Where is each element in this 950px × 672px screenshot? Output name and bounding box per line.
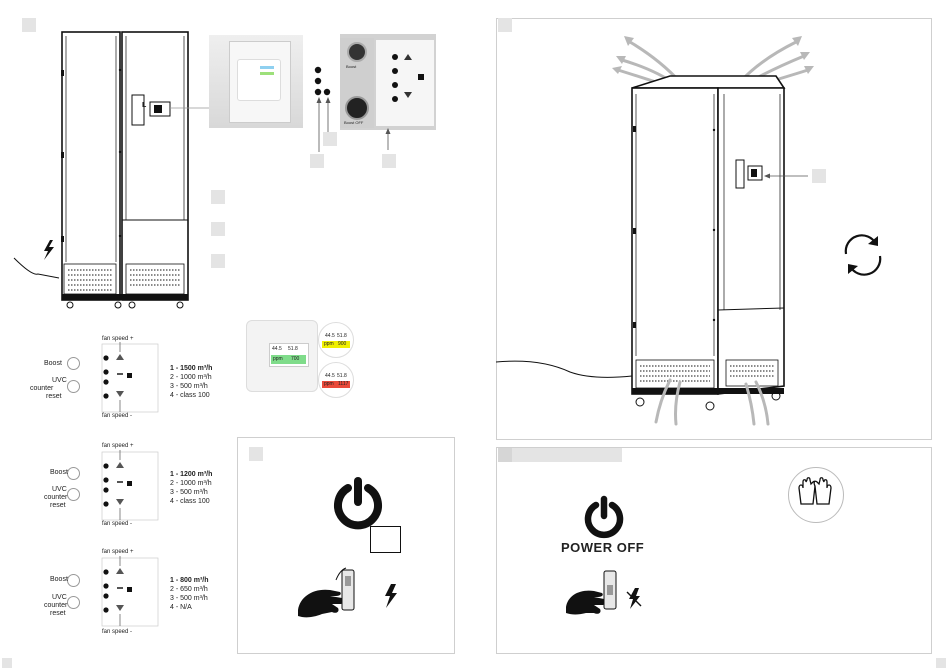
device-photo — [209, 35, 303, 128]
speed-1: 1 - 800 m³/h — [170, 577, 209, 584]
step-marker — [211, 254, 225, 268]
fan-speed-minus-label: fan speed - — [102, 521, 133, 527]
boost-photo-label: Boost — [346, 64, 357, 69]
power-off-label: POWER OFF — [561, 540, 645, 555]
uvc-reset-label-2: counter — [44, 494, 68, 501]
display-temp: 44.5 — [325, 333, 335, 339]
empty-checkbox — [370, 526, 401, 553]
uvc-reset-label-3: reset — [46, 393, 62, 400]
step-marker — [211, 222, 225, 236]
step-marker — [249, 447, 263, 461]
speed-3: 3 - 500 m³/h — [170, 595, 208, 602]
boost-off-photo-label: Boost OFF — [344, 120, 364, 125]
fan-speed-minus-label: fan speed - — [102, 413, 133, 419]
power-off-panel — [496, 447, 932, 654]
buttons-diagram — [314, 66, 331, 152]
uvc-reset-label-1: UVC — [52, 594, 67, 601]
boost-label: Boost — [44, 360, 62, 367]
speed-1: 1 - 1500 m³/h — [170, 365, 213, 372]
step-marker — [382, 154, 396, 168]
step-marker — [310, 154, 324, 168]
uvc-reset-indicator — [67, 380, 80, 393]
uvc-reset-label-2: counter — [44, 602, 68, 609]
step-marker — [498, 448, 512, 462]
uvc-reset-indicator — [67, 596, 80, 609]
speed-4: 4 - class 100 — [170, 498, 210, 505]
speed-4: 4 - N/A — [170, 604, 192, 611]
step-marker — [22, 18, 36, 32]
display-humidity: 51.8 — [337, 333, 347, 339]
fan-speed-plus-label: fan speed + — [102, 336, 134, 342]
display-device: 44.5 51.8 ppm 700 — [246, 320, 318, 392]
fan-speed-minus-label: fan speed - — [102, 629, 133, 635]
step-marker — [323, 132, 337, 146]
speed-2: 2 - 1000 m³/h — [170, 374, 212, 381]
display-ppm-value: 1117 — [338, 381, 349, 387]
boost-indicator — [67, 467, 80, 480]
speed-4: 4 - class 100 — [170, 392, 210, 399]
display-ppm-label: ppm — [324, 381, 334, 387]
uvc-reset-indicator — [67, 488, 80, 501]
uvc-reset-label-3: reset — [50, 610, 66, 617]
display-ppm-value: 700 — [291, 356, 300, 362]
power-on-panel — [237, 437, 455, 654]
uvc-reset-label-1: UVC — [52, 377, 67, 384]
display-humidity: 51.8 — [288, 346, 298, 352]
fan-speed-plus-label: fan speed + — [102, 443, 134, 449]
boost-indicator — [67, 357, 80, 370]
page-number-marker — [2, 658, 12, 668]
boost-tag: L — [142, 102, 147, 109]
speed-panel-diagram — [101, 556, 159, 627]
control-panel-photo: Boost Boost OFF — [340, 34, 436, 130]
step-marker — [812, 169, 826, 183]
boost-label: Boost — [50, 576, 68, 583]
speed-list: 1 - 1200 m³/h 2 - 1000 m³/h 3 - 500 m³/h… — [170, 470, 212, 506]
speed-panel-diagram — [101, 450, 159, 521]
speed-2: 2 - 650 m³/h — [170, 586, 208, 593]
uvc-reset-label-1: UVC — [52, 486, 67, 493]
hand-switch-off-icon — [566, 570, 617, 615]
step-marker — [211, 190, 225, 204]
step-marker — [498, 18, 512, 32]
display-zoom-red: 44.5 51.8 ppm 1117 — [318, 362, 354, 398]
display-humidity: 51.8 — [337, 373, 347, 379]
page-number-marker — [936, 658, 946, 668]
display-temp: 44.5 — [272, 346, 282, 352]
callout-arrow — [385, 128, 391, 150]
display-ppm-label: ppm — [273, 356, 283, 362]
fan-speed-plus-label: fan speed + — [102, 549, 134, 555]
speed-1: 1 - 1200 m³/h — [170, 471, 213, 478]
boost-label: Boost — [50, 469, 68, 476]
lightning-icon — [385, 584, 397, 608]
power-icon — [584, 495, 624, 539]
no-power-icon — [626, 588, 642, 609]
power-icon — [334, 477, 382, 530]
speed-3: 3 - 500 m³/h — [170, 489, 208, 496]
display-ppm-label: ppm — [324, 341, 334, 347]
display-temp: 44.5 — [325, 373, 335, 379]
gloves-icon — [798, 477, 832, 505]
cabinet-illustration — [13, 31, 189, 309]
speed-panel-diagram — [101, 342, 159, 413]
uvc-reset-label-2: counter — [30, 385, 54, 392]
header-bar — [498, 448, 622, 462]
speed-2: 2 - 1000 m³/h — [170, 480, 212, 487]
uvc-reset-label-3: reset — [50, 502, 66, 509]
cabinet-airflow-illustration — [495, 36, 814, 426]
speed-3: 3 - 500 m³/h — [170, 383, 208, 390]
rotate-icon — [844, 234, 882, 276]
speed-list: 1 - 800 m³/h 2 - 650 m³/h 3 - 500 m³/h 4… — [170, 576, 209, 612]
hand-switch-icon — [298, 567, 355, 618]
display-zoom-yellow: 44.5 51.8 ppm 900 — [318, 322, 354, 358]
boost-indicator — [67, 574, 80, 587]
display-ppm-value: 900 — [338, 341, 347, 347]
speed-list: 1 - 1500 m³/h 2 - 1000 m³/h 3 - 500 m³/h… — [170, 364, 212, 400]
